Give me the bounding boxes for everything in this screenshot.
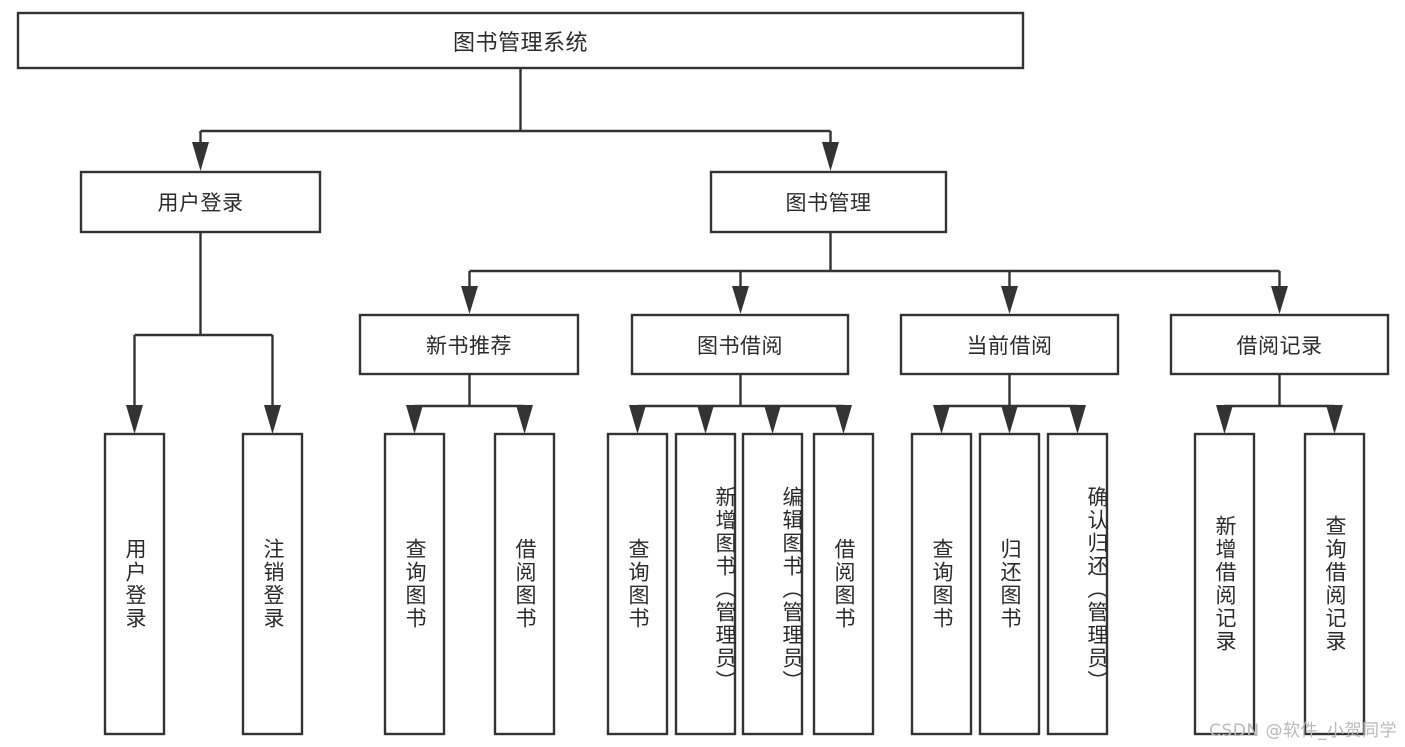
arrow-head-leaf-borrow-book-2 (835, 405, 852, 434)
arrow-head-leaf-user-login (126, 405, 143, 434)
connector-group-new-book-recommend (406, 374, 533, 434)
arrow-head-leaf-query-book-1 (406, 405, 423, 434)
node-box-current-borrow[interactable] (899, 313, 1120, 376)
connector-group-root (192, 68, 839, 171)
node-box-leaf-add-record[interactable] (1193, 432, 1256, 736)
node-box-borrow-record[interactable] (1169, 313, 1390, 376)
node-box-user-login[interactable] (79, 170, 322, 234)
node-box-leaf-query-book-1[interactable] (383, 432, 446, 736)
arrow-head-leaf-logout-login (264, 405, 281, 434)
node-box-leaf-query-book-2[interactable] (606, 432, 669, 736)
arrow-head-book-borrow (732, 286, 749, 314)
arrow-head-leaf-confirm-return (1069, 405, 1086, 434)
node-box-leaf-confirm-return[interactable] (1046, 432, 1109, 736)
arrow-head-leaf-query-book-2 (629, 405, 646, 434)
arrow-head-leaf-edit-book (764, 405, 781, 434)
connector-group-user-login (126, 232, 281, 434)
arrow-head-leaf-query-record (1326, 405, 1343, 434)
arrow-head-leaf-return-book (1001, 405, 1018, 434)
connector-group-book-borrow (629, 374, 852, 434)
arrow-head-current-borrow (1001, 286, 1018, 314)
arrow-head-leaf-add-record (1216, 405, 1233, 434)
node-box-book-borrow[interactable] (630, 313, 850, 376)
arrow-head-new-book-recommend (461, 286, 478, 314)
arrow-head-leaf-add-book (697, 405, 714, 434)
node-box-leaf-logout-login[interactable] (241, 432, 304, 736)
node-box-leaf-query-record[interactable] (1303, 432, 1366, 736)
node-box-leaf-borrow-book-1[interactable] (493, 432, 556, 736)
node-box-leaf-borrow-book-2[interactable] (812, 432, 875, 736)
arrow-head-user-login (192, 142, 209, 171)
connector-group-current-borrow (933, 374, 1086, 434)
arrow-head-leaf-borrow-book-1 (516, 405, 533, 434)
node-box-book-management[interactable] (709, 170, 948, 234)
arrow-head-borrow-record (1271, 286, 1288, 314)
arrow-head-book-management (822, 142, 839, 171)
watermark-text: CSDN @软件_小贺同学 (1209, 721, 1397, 741)
connector-group-book-management (461, 232, 1288, 314)
node-box-root[interactable] (16, 11, 1025, 70)
node-box-leaf-user-login[interactable] (103, 432, 166, 736)
node-box-leaf-edit-book[interactable] (741, 432, 804, 736)
connector-group-borrow-record (1216, 374, 1343, 434)
node-box-leaf-return-book[interactable] (978, 432, 1041, 736)
node-box-leaf-add-book[interactable] (674, 432, 737, 736)
node-box-new-book-recommend[interactable] (358, 313, 580, 376)
node-box-leaf-query-book-3[interactable] (910, 432, 973, 736)
arrow-head-leaf-query-book-3 (933, 405, 950, 434)
